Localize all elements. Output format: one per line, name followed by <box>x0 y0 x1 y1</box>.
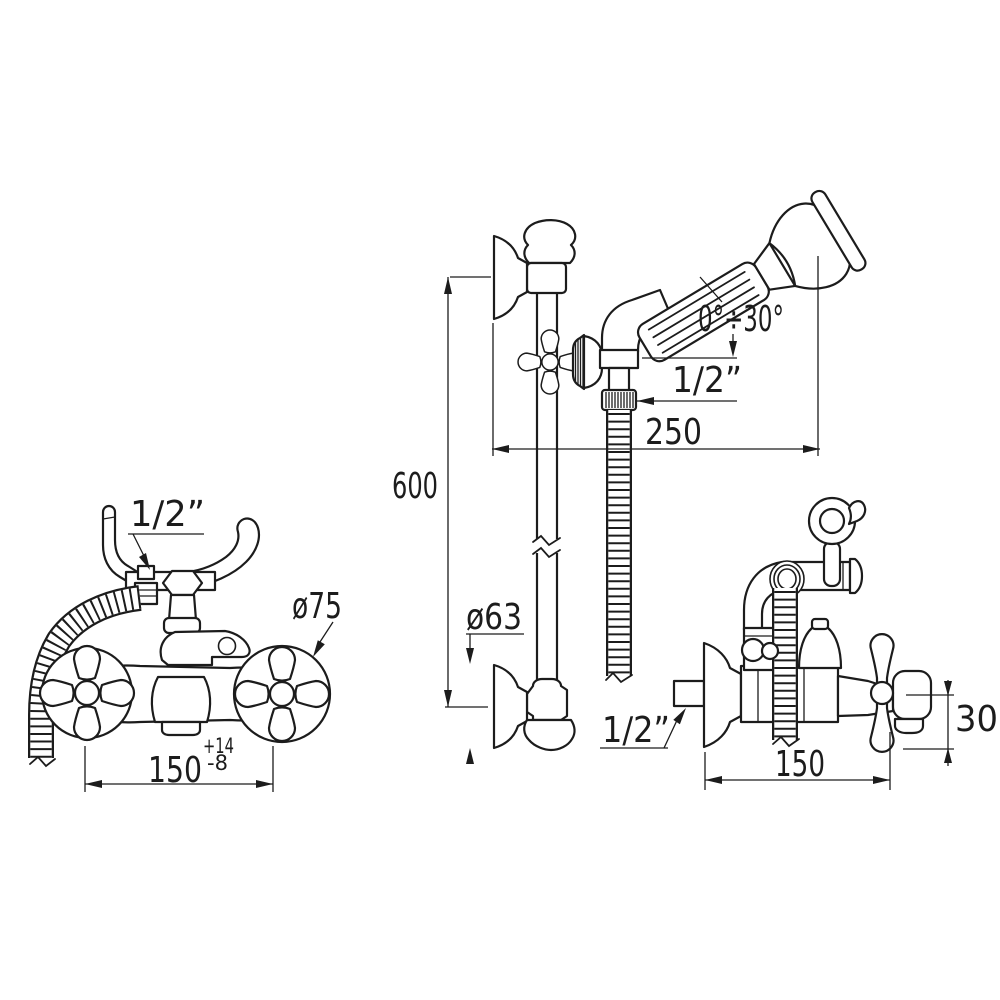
side-diverter-dome <box>797 624 843 670</box>
wall-inlet-nipple <box>672 679 706 708</box>
side-spout-outlet <box>893 717 925 735</box>
hose-tube <box>607 366 631 394</box>
dim-75-label: ø75 <box>292 586 342 627</box>
cradle-hex-nut <box>161 569 204 597</box>
column-detail-circle-2 <box>760 641 780 661</box>
hose-break-mark-right <box>772 735 800 748</box>
holder-arm-cap <box>848 557 864 595</box>
spout-body <box>150 675 212 724</box>
rail-top-hub <box>525 261 568 295</box>
handshower-face-plate <box>810 189 867 272</box>
upper-wall-flange <box>492 234 529 321</box>
slider-block <box>598 348 640 370</box>
hose-thread-label: 1/2” <box>672 360 742 401</box>
handshower <box>636 189 867 363</box>
dim-30-label: 30 <box>955 699 998 740</box>
dim-250-label: 250 <box>645 412 702 453</box>
hook-ring-inner <box>818 507 846 535</box>
mixer-front-view-figure <box>26 504 332 782</box>
diverter-lever <box>159 629 251 667</box>
hose-nut <box>600 388 638 412</box>
lower-wall-flange <box>492 663 529 750</box>
diverter-hole <box>217 636 237 656</box>
side-diverter-cap <box>810 617 830 631</box>
tolerance-minus-label: -8 <box>207 751 228 775</box>
column-detail-circle-1 <box>740 637 766 663</box>
cradle-right-prong <box>186 517 261 590</box>
top-connection-label: 1/2” <box>130 494 205 535</box>
hose-break-mark <box>605 671 633 684</box>
cradle-left-prong <box>101 504 138 585</box>
dim-150-right-label: 150 <box>775 744 825 785</box>
rail-break-mark <box>532 534 561 547</box>
tilt-angle-label: 0°÷30° <box>698 299 784 340</box>
side-wall-flange <box>702 641 743 749</box>
dim-63-label: ø63 <box>466 597 522 638</box>
hook-stem <box>822 540 842 588</box>
rail-bottom-cap <box>523 718 576 752</box>
hook-tab <box>847 500 867 526</box>
side-handle-hub <box>869 680 895 706</box>
hose-ring-3 <box>777 568 797 590</box>
mixer-side-view-figure <box>672 496 933 760</box>
tolerance-plus-label: +14 <box>203 734 234 758</box>
rail-top-knob <box>523 219 577 265</box>
rail-bottom-collar <box>525 677 569 722</box>
spout-aerator <box>160 720 202 737</box>
wall-connection-label: 1/2” <box>602 710 670 751</box>
dim-150-left-label: 150 <box>148 750 202 791</box>
hose-connection-stub <box>136 564 156 581</box>
hose-break-mark-left <box>29 755 56 768</box>
cradle-post <box>167 593 198 622</box>
dimensions: 600 ø63 250 0°÷30° 1/2” 1/2” ø75 150 +14 <box>84 256 998 792</box>
dim-600-label: 600 <box>392 466 438 507</box>
shower-column-figure <box>492 189 867 752</box>
